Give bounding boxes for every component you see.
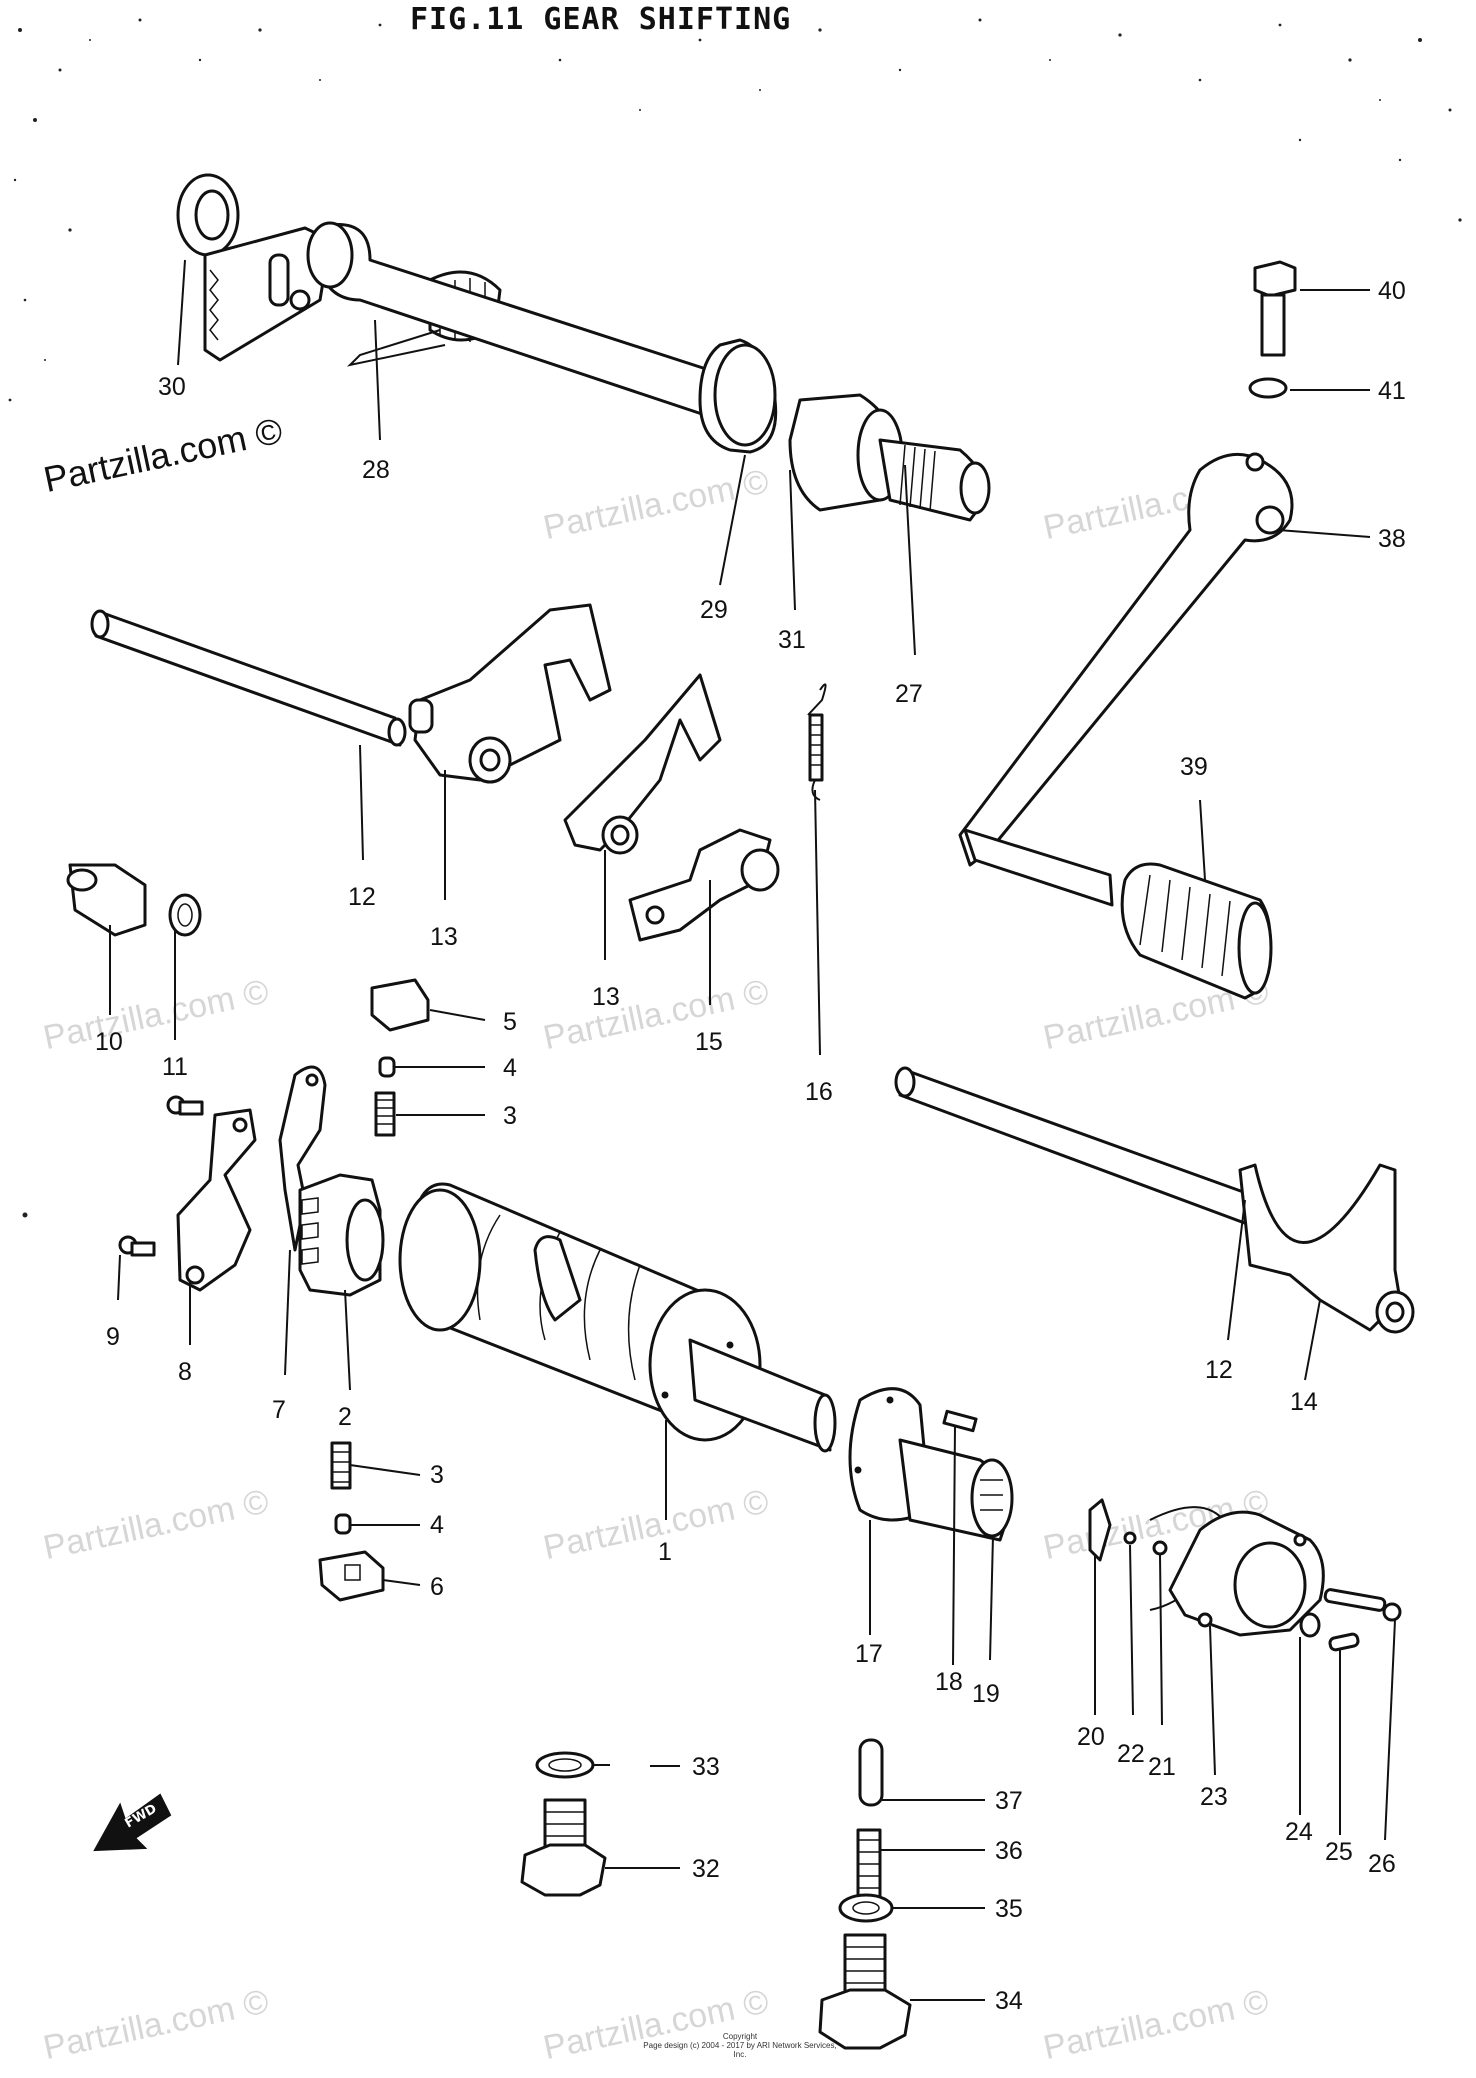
part-label[interactable]: 36 (995, 1837, 1023, 1865)
part-6-block (318, 1550, 385, 1602)
part-24-washer (1299, 1612, 1321, 1638)
part-label[interactable]: 17 (855, 1640, 883, 1668)
shift-shaft-arm (203, 226, 332, 362)
part-label[interactable]: 8 (178, 1358, 192, 1386)
part-label[interactable]: 22 (1117, 1740, 1145, 1768)
part-2-cam-driven-gear (298, 1173, 385, 1297)
figure-title: FIG.11 GEAR SHIFTING (410, 2, 792, 37)
part-23-neutral-switch-cover (1168, 1510, 1325, 1637)
part-39-lever-rubber (1120, 862, 1273, 1000)
leader-lines (109, 259, 1396, 2001)
part-10-shift-pin (66, 863, 147, 937)
part-label[interactable]: 28 (362, 456, 390, 484)
part-label[interactable]: 23 (1200, 1783, 1228, 1811)
part-38-gearshift-lever (958, 452, 1294, 907)
part-label[interactable]: 21 (1148, 1753, 1176, 1781)
part-20-gasket (1088, 1498, 1112, 1562)
part-label[interactable]: 10 (95, 1028, 123, 1056)
part-label[interactable]: 19 (972, 1680, 1000, 1708)
part-19-bearing (970, 1458, 1014, 1538)
part-label[interactable]: 6 (430, 1573, 444, 1601)
part-label[interactable]: 3 (503, 1102, 517, 1130)
part-29-washer (698, 338, 778, 454)
part-40-bolt (1253, 260, 1297, 357)
part-18-screw (942, 1409, 978, 1433)
part-3-spring-lower (330, 1441, 352, 1490)
part-7-cam-stopper (278, 1065, 327, 1252)
copyright-notice: Copyright Page design (c) 2004 - 2017 by… (640, 2032, 840, 2059)
part-label[interactable]: 33 (692, 1753, 720, 1781)
fwd-direction-arrow: FWD (93, 1793, 172, 1852)
part-label[interactable]: 15 (695, 1028, 723, 1056)
part-16-spring (807, 683, 827, 801)
part-label[interactable]: 11 (162, 1053, 188, 1081)
copyright-line: Page design (c) 2004 - 2017 by ARI Netwo… (643, 2041, 837, 2059)
part-label[interactable]: 3 (430, 1461, 444, 1489)
part-label[interactable]: 34 (995, 1987, 1023, 2015)
part-37-pin (858, 1738, 884, 1807)
part-label[interactable]: 13 (592, 983, 620, 1011)
part-35-gasket (838, 1893, 894, 1923)
part-label[interactable]: 35 (995, 1895, 1023, 1923)
part-33-gasket (535, 1751, 595, 1779)
part-label[interactable]: 7 (272, 1396, 286, 1424)
part-14-shift-fork-right (1238, 1163, 1415, 1334)
part-label[interactable]: 13 (430, 923, 458, 951)
part-label[interactable]: 4 (430, 1511, 444, 1539)
part-label[interactable]: 12 (1205, 1356, 1233, 1384)
part-4-pin-lower (334, 1513, 352, 1535)
part-label[interactable]: 1 (658, 1538, 672, 1566)
part-27-splined-end (878, 438, 991, 522)
part-label[interactable]: 27 (895, 680, 923, 708)
part-label[interactable]: 4 (503, 1054, 517, 1082)
part-32-plug (520, 1798, 607, 1897)
part-label[interactable]: 30 (158, 373, 186, 401)
part-15-cam-guide-plate (628, 828, 780, 942)
part-31-shift-shaft (306, 221, 742, 422)
part-label[interactable]: 16 (805, 1078, 833, 1106)
part-label[interactable]: 39 (1180, 753, 1208, 781)
part-4-pin-upper (378, 1056, 396, 1078)
part-label[interactable]: 18 (935, 1668, 963, 1696)
copyright-heading: Copyright (722, 2032, 758, 2041)
part-label[interactable]: 26 (1368, 1850, 1396, 1878)
part-1-gearshift-cam (398, 1182, 837, 1453)
part-13-shift-fork-upper (408, 603, 612, 784)
part-label[interactable]: 24 (1285, 1818, 1313, 1846)
part-41-washer (1248, 377, 1288, 399)
part-3-spring-upper (374, 1091, 396, 1137)
shaft-collar (788, 393, 904, 512)
part-36-spring (856, 1828, 882, 1902)
part-label[interactable]: 38 (1378, 525, 1406, 553)
part-25-screw (1328, 1632, 1360, 1652)
part-11-washer (168, 893, 202, 937)
part-label[interactable]: 20 (1077, 1723, 1105, 1751)
part-label[interactable]: 2 (338, 1403, 352, 1431)
part-5-block (370, 978, 430, 1032)
part-label[interactable]: 40 (1378, 277, 1406, 305)
part-12-fork-shaft-lower (894, 1066, 1262, 1227)
part-34-plug (818, 1933, 912, 2050)
part-label[interactable]: 25 (1325, 1838, 1353, 1866)
part-label[interactable]: 29 (700, 596, 728, 624)
scan-noise (8, 18, 1462, 1218)
part-label[interactable]: 37 (995, 1787, 1023, 1815)
part-label[interactable]: 9 (106, 1323, 120, 1351)
part-12-fork-shaft-upper (90, 609, 407, 747)
part-label[interactable]: 12 (348, 883, 376, 911)
part-13-shift-fork-lower (563, 673, 722, 855)
part-label[interactable]: 14 (1290, 1388, 1318, 1416)
part-label[interactable]: 41 (1378, 377, 1406, 405)
part-30-oil-seal (176, 173, 240, 257)
part-label[interactable]: 31 (778, 626, 806, 654)
part-labels: 40 41 38 39 30 28 29 31 27 12 13 13 15 1… (95, 277, 1406, 2015)
part-label[interactable]: 5 (503, 1008, 517, 1036)
part-8-stopper-plate (176, 1108, 257, 1292)
part-9-screw (118, 1095, 204, 1257)
part-26-screw (1323, 1588, 1402, 1622)
part-label[interactable]: 32 (692, 1855, 720, 1883)
